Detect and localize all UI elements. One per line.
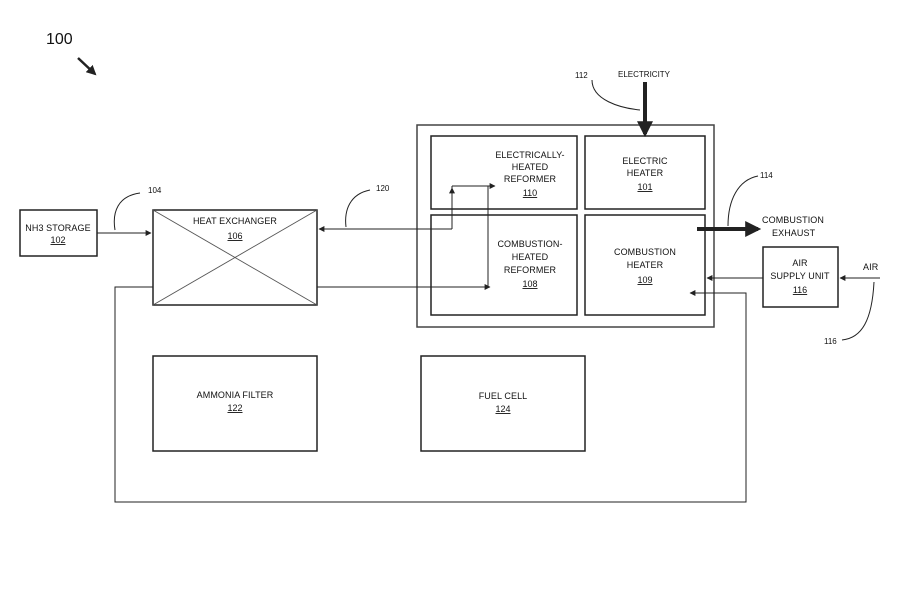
callout-120-leader — [346, 190, 370, 227]
comb-reformer-line1: COMBUSTION- — [497, 239, 562, 249]
callout-114-leader — [728, 176, 758, 226]
air-supply-line1: AIR — [792, 258, 808, 268]
comb-heater-line2: HEATER — [627, 260, 664, 270]
callout-116: 116 — [824, 337, 837, 346]
nh3-storage-box — [20, 210, 97, 256]
callout-112-leader — [592, 80, 640, 110]
nh3-storage-ref: 102 — [50, 235, 65, 245]
callout-104-leader — [114, 193, 140, 230]
elec-reformer-line1: ELECTRICALLY- — [495, 150, 564, 160]
electric-heater-ref: 101 — [637, 182, 652, 192]
air-label: AIR — [863, 262, 879, 272]
heat-exchanger-ref: 106 — [227, 231, 242, 241]
comb-heater-line1: COMBUSTION — [614, 247, 676, 257]
callout-116-leader — [842, 282, 874, 340]
fuel-cell-label: FUEL CELL — [479, 391, 528, 401]
figure-pointer-arrow — [78, 58, 95, 74]
exhaust-label-line2: EXHAUST — [772, 228, 816, 238]
comb-reformer-line3: REFORMER — [504, 265, 557, 275]
callout-114: 114 — [760, 171, 773, 180]
electric-heater-line1: ELECTRIC — [622, 156, 668, 166]
nh3-storage-label: NH3 STORAGE — [25, 223, 90, 233]
callout-120: 120 — [376, 184, 390, 193]
elec-reformer-ref: 110 — [523, 188, 537, 198]
air-supply-line2: SUPPLY UNIT — [770, 271, 830, 281]
callout-104: 104 — [148, 186, 162, 195]
exhaust-label-line1: COMBUSTION — [762, 215, 824, 225]
comb-reformer-line2: HEATED — [512, 252, 549, 262]
elec-reformer-line3: REFORMER — [504, 174, 557, 184]
ammonia-filter-label: AMMONIA FILTER — [197, 390, 274, 400]
electric-heater-line2: HEATER — [627, 168, 664, 178]
ammonia-filter-ref: 122 — [227, 403, 242, 413]
figure-number: 100 — [46, 31, 73, 48]
callout-112: 112 — [575, 71, 588, 80]
comb-reformer-ref: 108 — [522, 279, 537, 289]
electrically-heated-reformer-box — [431, 136, 577, 209]
electricity-label: ELECTRICITY — [618, 70, 671, 79]
elec-reformer-line2: HEATED — [512, 162, 549, 172]
comb-heater-ref: 109 — [637, 275, 652, 285]
air-supply-ref: 116 — [793, 285, 807, 295]
fuel-cell-ref: 124 — [495, 404, 510, 414]
heat-exchanger-label: HEAT EXCHANGER — [193, 216, 277, 226]
